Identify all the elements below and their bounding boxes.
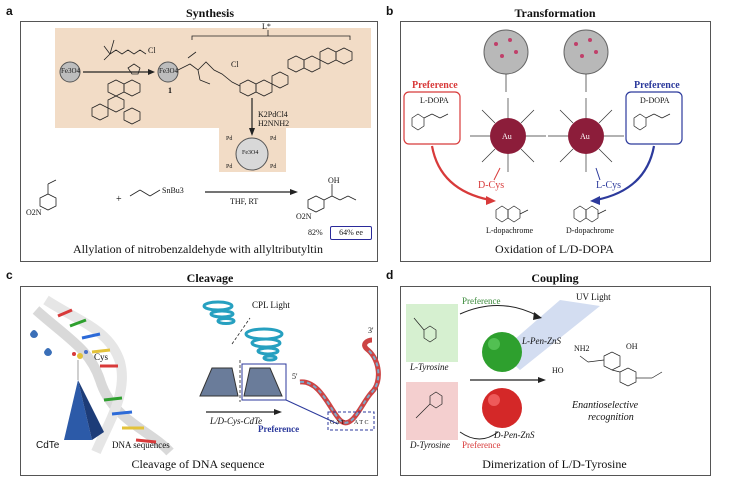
cdte-label: CdTe: [36, 440, 60, 451]
dimer-nh2: NH2: [574, 344, 590, 353]
l-dopachrome-label: L-dopachrome: [486, 226, 534, 235]
reagent-k2pdcl4: K2PdCl4: [258, 110, 288, 119]
catalyst-core-label: Fe3O4: [242, 150, 259, 156]
yield-value: 82%: [308, 228, 323, 237]
l-tyrosine-label: L-Tyrosine: [410, 362, 449, 372]
au-label-right: Au: [580, 132, 590, 141]
panel-c-title: Cleavage: [186, 271, 234, 285]
d-dopa-label: D-DOPA: [640, 96, 670, 105]
panel-b-caption: Oxidation of L/D-DOPA: [495, 242, 614, 256]
ee-box: 64% ee: [330, 226, 372, 240]
cys-label: Cys: [94, 352, 109, 362]
l-cys-label: L-Cys: [596, 180, 621, 191]
l-pen-zns-label: L-Pen-ZnS: [522, 336, 561, 346]
enantioselective-label: Enantioselective: [572, 400, 639, 411]
panel-a-caption: Allylation of nitrobenzaldehyde with all…: [73, 242, 323, 256]
pd-4: Pd: [270, 164, 277, 170]
ee-value: 64% ee: [339, 228, 363, 237]
panel-c-caption: Cleavage of DNA sequence: [131, 457, 265, 471]
preference-left: Preference: [412, 80, 458, 91]
bases-right: A T C: [354, 420, 369, 426]
panel-a-title: Synthesis: [185, 6, 235, 20]
panel-c-letter: c: [6, 268, 13, 282]
cleavage-preference: Preference: [258, 424, 300, 434]
fe3o4-label-right: Fe3O4: [159, 67, 179, 75]
panel-b-title: Transformation: [514, 6, 596, 20]
d-dopachrome-label: D-dopachrome: [566, 226, 614, 235]
coupling-preference-bottom: Preference: [462, 440, 501, 450]
tin-reagent: SnBu3: [162, 186, 184, 195]
ligand-top-label: L*: [262, 22, 271, 31]
coupling-preference-top: Preference: [462, 296, 501, 306]
pd-1: Pd: [226, 136, 233, 142]
conditions: THF, RT: [230, 197, 259, 206]
pd-2: Pd: [270, 136, 277, 142]
l-dopa-label: L-DOPA: [420, 96, 449, 105]
compound-number: 1: [168, 86, 172, 95]
dimer-ho: HO: [552, 366, 564, 375]
panel-b-letter: b: [386, 4, 394, 18]
dimer-oh: OH: [626, 342, 638, 351]
cl-minus-label: Cl: [231, 60, 239, 69]
oh-label: OH: [328, 176, 340, 185]
recognition-label: recognition: [588, 412, 634, 423]
five-prime: 5': [292, 372, 298, 381]
dna-sequences-label: DNA sequences: [112, 440, 170, 450]
cl-label: Cl: [148, 46, 156, 55]
panel-d-title: Coupling: [531, 271, 579, 285]
pd-3: Pd: [226, 164, 233, 170]
plus-sign: +: [116, 194, 122, 205]
d-tyrosine-label: D-Tyrosine: [410, 440, 450, 450]
reagent-hydrazine: H2NNH2: [258, 119, 290, 128]
panel-a-letter: a: [6, 4, 13, 18]
panel-b-frame: [400, 21, 711, 262]
panel-d-letter: d: [386, 268, 394, 282]
panel-d-caption: Dimerization of L/D-Tyrosine: [482, 457, 627, 471]
preference-right: Preference: [634, 80, 680, 91]
cpl-light-label: CPL Light: [252, 300, 290, 310]
d-pen-zns-label: D-Pen-ZnS: [494, 430, 535, 440]
cys-cdte-reagent: L/D-Cys-CdTe: [210, 416, 263, 426]
bases-left: G A T: [330, 420, 345, 426]
nitro-label-left: O2N: [26, 208, 42, 217]
fe3o4-label-left: Fe3O4: [61, 67, 81, 75]
uv-light-label: UV Light: [576, 292, 611, 302]
three-prime: 3': [368, 326, 374, 335]
nitro-label-right: O2N: [296, 212, 312, 221]
d-cys-label: D-Cys: [478, 180, 505, 191]
au-label-left: Au: [502, 132, 512, 141]
